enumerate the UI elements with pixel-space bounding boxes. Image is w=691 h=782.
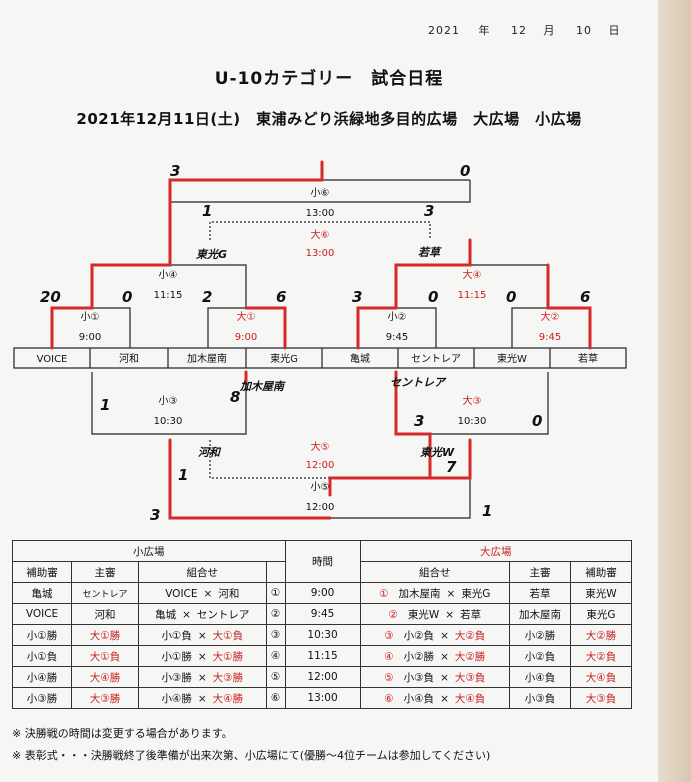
col-assistant-small: 補助審 (12, 561, 72, 583)
match-time-l3: 10:30 (458, 416, 487, 427)
match-time-s6: 13:00 (306, 208, 335, 219)
col-referee-large: 主審 (509, 561, 571, 583)
note-final-time: ※ 決勝戦の時間は変更する場合があります。 (12, 727, 233, 740)
hand-team-s4: 東光G (196, 248, 227, 261)
col-pairing-large: 組合せ (359, 561, 511, 583)
score-l5-left: 1 (178, 466, 188, 484)
match-time-l6: 13:00 (306, 248, 335, 259)
score-l1-left: 2 (202, 288, 212, 306)
event-subtitle: 2021年12月11日(土) 東浦みどり浜緑地多目的広場 大広場 小広場 (76, 110, 582, 128)
schedule-sheet: 2021 年 12 月 10 日 U-10カテゴリー 試合日程 2021年12月… (0, 0, 658, 782)
score-s6-right: 3 (424, 202, 434, 220)
hand-team-l3: セントレア (390, 376, 447, 389)
note-ceremony: ※ 表彰式・・・決勝戦終了後準備が出来次第、小広場にて(優勝～4位チームは参加し… (12, 749, 491, 762)
match-label-s1: 小① (81, 311, 100, 323)
match-time-s4: 11:15 (154, 290, 183, 301)
score-l1-right: 6 (276, 288, 286, 306)
bracket-line-l6 (209, 221, 431, 240)
match-label-l1: 大① (237, 310, 256, 323)
match-label-s2: 小② (388, 311, 407, 323)
score-s2-left: 3 (352, 288, 362, 306)
score-l2-left: 0 (506, 288, 516, 306)
time-header: 時間 (284, 540, 361, 583)
large-field-header: 大広場 (359, 540, 633, 562)
tournament-bracket: 小⑥ 13:00 大⑥ 13:00 小④ 11:15 大④ 11:15 小① 9… (13, 160, 627, 524)
score-s5-right: 1 (482, 502, 492, 520)
team-8: 若草 (578, 352, 598, 365)
score-s2-right: 0 (428, 288, 438, 306)
hand-team-l4: 若草 (418, 246, 442, 259)
small-field-header: 小広場 (12, 540, 286, 562)
col-assistant-large: 補助審 (570, 561, 632, 583)
score-l3-right: 0 (532, 412, 542, 430)
col-pairing-small: 組合せ (138, 561, 267, 583)
match-label-l5: 大⑤ (311, 440, 330, 453)
match-label-s3: 小③ (159, 395, 178, 407)
bracket-line-s3 (91, 372, 247, 435)
issue-date: 2021 年 12 月 10 日 (428, 24, 621, 37)
hand-team-s3: 加木屋南 (239, 380, 286, 393)
schedule-table: 小広場 時間 大広場 補助審 主審 組合せ 組合せ 主審 補助審 亀城セントレア… (12, 540, 633, 709)
team-7: 東光W (497, 352, 527, 365)
match-label-l2: 大② (541, 310, 560, 323)
match-time-s3: 10:30 (154, 416, 183, 427)
match-label-s5: 小⑤ (311, 481, 330, 493)
team-1: VOICE (37, 354, 68, 365)
team-3: 加木屋南 (187, 352, 227, 365)
hand-team-l5-right: 東光W (420, 446, 455, 459)
team-6: セントレア (411, 353, 461, 365)
score-l3-left: 3 (414, 412, 424, 430)
score-final-left: 3 (170, 162, 180, 180)
footnotes: ※ 決勝戦の時間は変更する場合があります。 ※ 表彰式・・・決勝戦終了後準備が出… (12, 723, 490, 767)
background-edge (658, 0, 691, 782)
match-time-s2: 9:45 (386, 332, 408, 343)
score-s5-left: 3 (150, 506, 160, 524)
match-label-l6: 大⑥ (311, 228, 330, 241)
match-time-s1: 9:00 (79, 332, 101, 343)
team-4: 東光G (270, 352, 298, 365)
match-time-l1: 9:00 (235, 332, 257, 343)
score-s1-left: 20 (40, 288, 61, 306)
score-s6-left: 1 (202, 202, 212, 220)
score-final-right: 0 (460, 162, 470, 180)
team-row-frame (13, 347, 627, 369)
page-title: U-10カテゴリー 試合日程 (214, 69, 444, 89)
match-time-l4: 11:15 (458, 290, 487, 301)
score-s3-left: 1 (100, 396, 110, 414)
match-label-l3: 大③ (463, 394, 482, 407)
score-s1-right: 0 (122, 288, 132, 306)
match-label-l4: 大④ (463, 268, 482, 281)
team-2: 河和 (119, 353, 139, 365)
col-referee-small: 主審 (71, 561, 139, 583)
score-l5-right: 7 (446, 458, 457, 476)
match-time-l2: 9:45 (539, 332, 561, 343)
hand-team-l5-left: 河和 (198, 446, 222, 459)
score-l2-right: 6 (580, 288, 590, 306)
match-time-s5: 12:00 (306, 502, 335, 513)
match-time-l5: 12:00 (306, 460, 335, 471)
match-label-s6: 小⑥ (311, 187, 330, 199)
score-s3-right: 8 (230, 388, 240, 406)
team-5: 亀城 (350, 352, 370, 365)
match-label-s4: 小④ (159, 269, 178, 281)
